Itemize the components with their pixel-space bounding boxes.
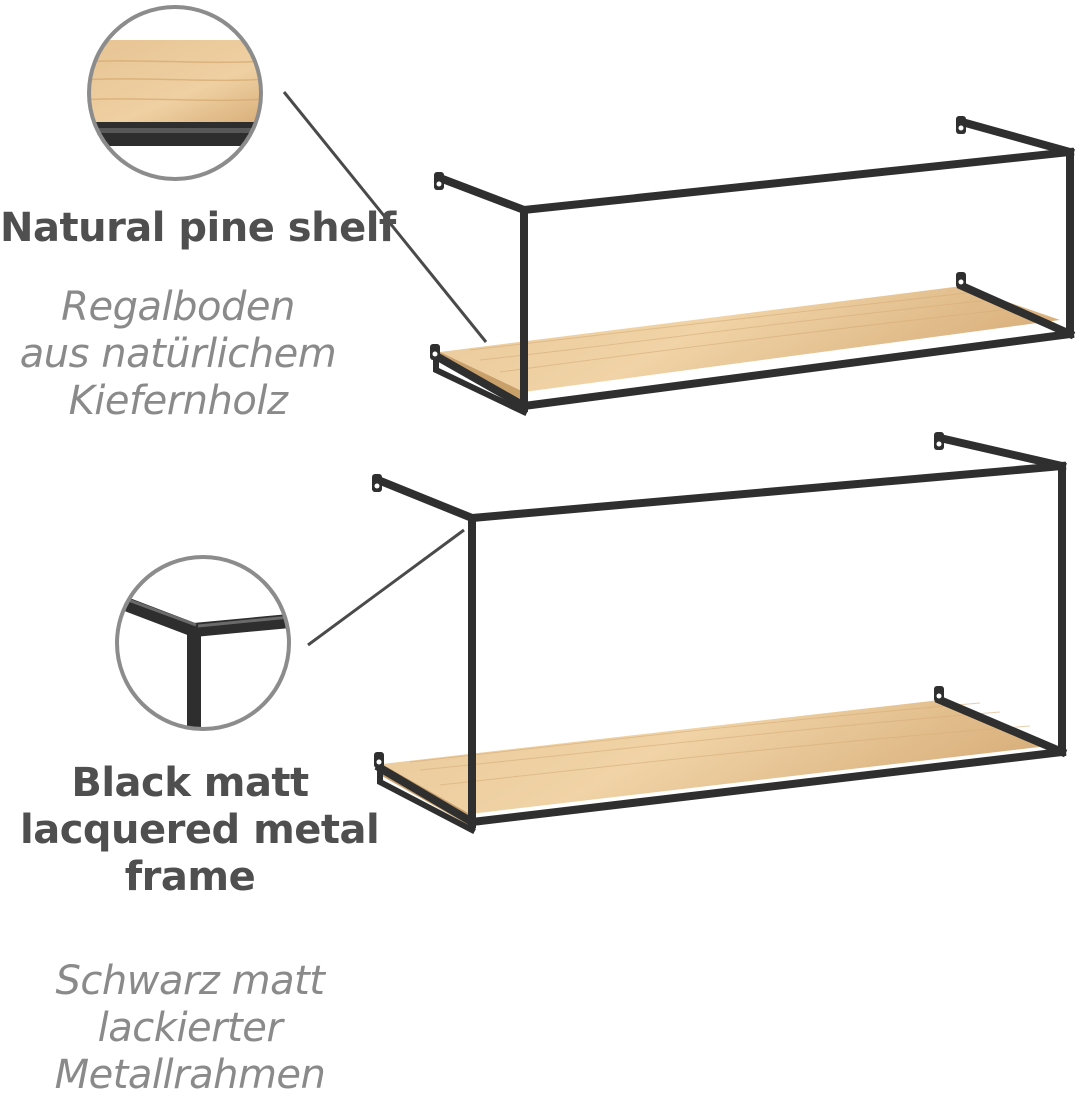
metal-frame-title-de-line-1: Schwarz matt xyxy=(55,958,325,1004)
metal-leader-line xyxy=(307,528,465,647)
metal-frame-title-en-line-2: lacquered metal xyxy=(20,806,380,853)
pine-shelf-title-de-line-3: Kiefernholz xyxy=(68,377,288,424)
metal-frame-title-en: Black matt lacquered metal frame xyxy=(20,760,380,900)
pine-shelf-title-de-line-2: aus natürlichem xyxy=(19,330,337,377)
lower-shelf xyxy=(372,432,1068,835)
pine-leader-line xyxy=(282,91,488,343)
pine-shelf-title-en: Natural pine shelf xyxy=(0,205,396,252)
pine-shelf-title-de-line-1: Regalboden xyxy=(61,284,295,330)
metal-frame-title-en-line-1: Black matt xyxy=(71,760,309,806)
metal-frame-title-de-line-2: lackierter xyxy=(97,1004,283,1051)
pine-shelf-title-de: Regalboden aus natürlichem Kiefernholz xyxy=(0,284,356,424)
metal-frame-title-de-line-3: Metallrahmen xyxy=(54,1051,326,1098)
metal-frame-title-de: Schwarz matt lackierter Metallrahmen xyxy=(20,958,360,1098)
metal-frame-title-en-line-3: frame xyxy=(124,853,256,900)
lower-shelf-wood-board xyxy=(382,700,1056,814)
detail-wood-zoom-icon xyxy=(87,5,263,181)
lower-shelf-metal-frame xyxy=(372,433,1068,835)
upper-shelf-metal-frame xyxy=(430,117,1076,416)
upper-shelf-wood-board xyxy=(440,286,1060,392)
pine-shelf-title-en-text: Natural pine shelf xyxy=(0,205,396,251)
upper-shelf xyxy=(430,116,1076,416)
detail-corner-zoom-icon xyxy=(115,555,291,731)
